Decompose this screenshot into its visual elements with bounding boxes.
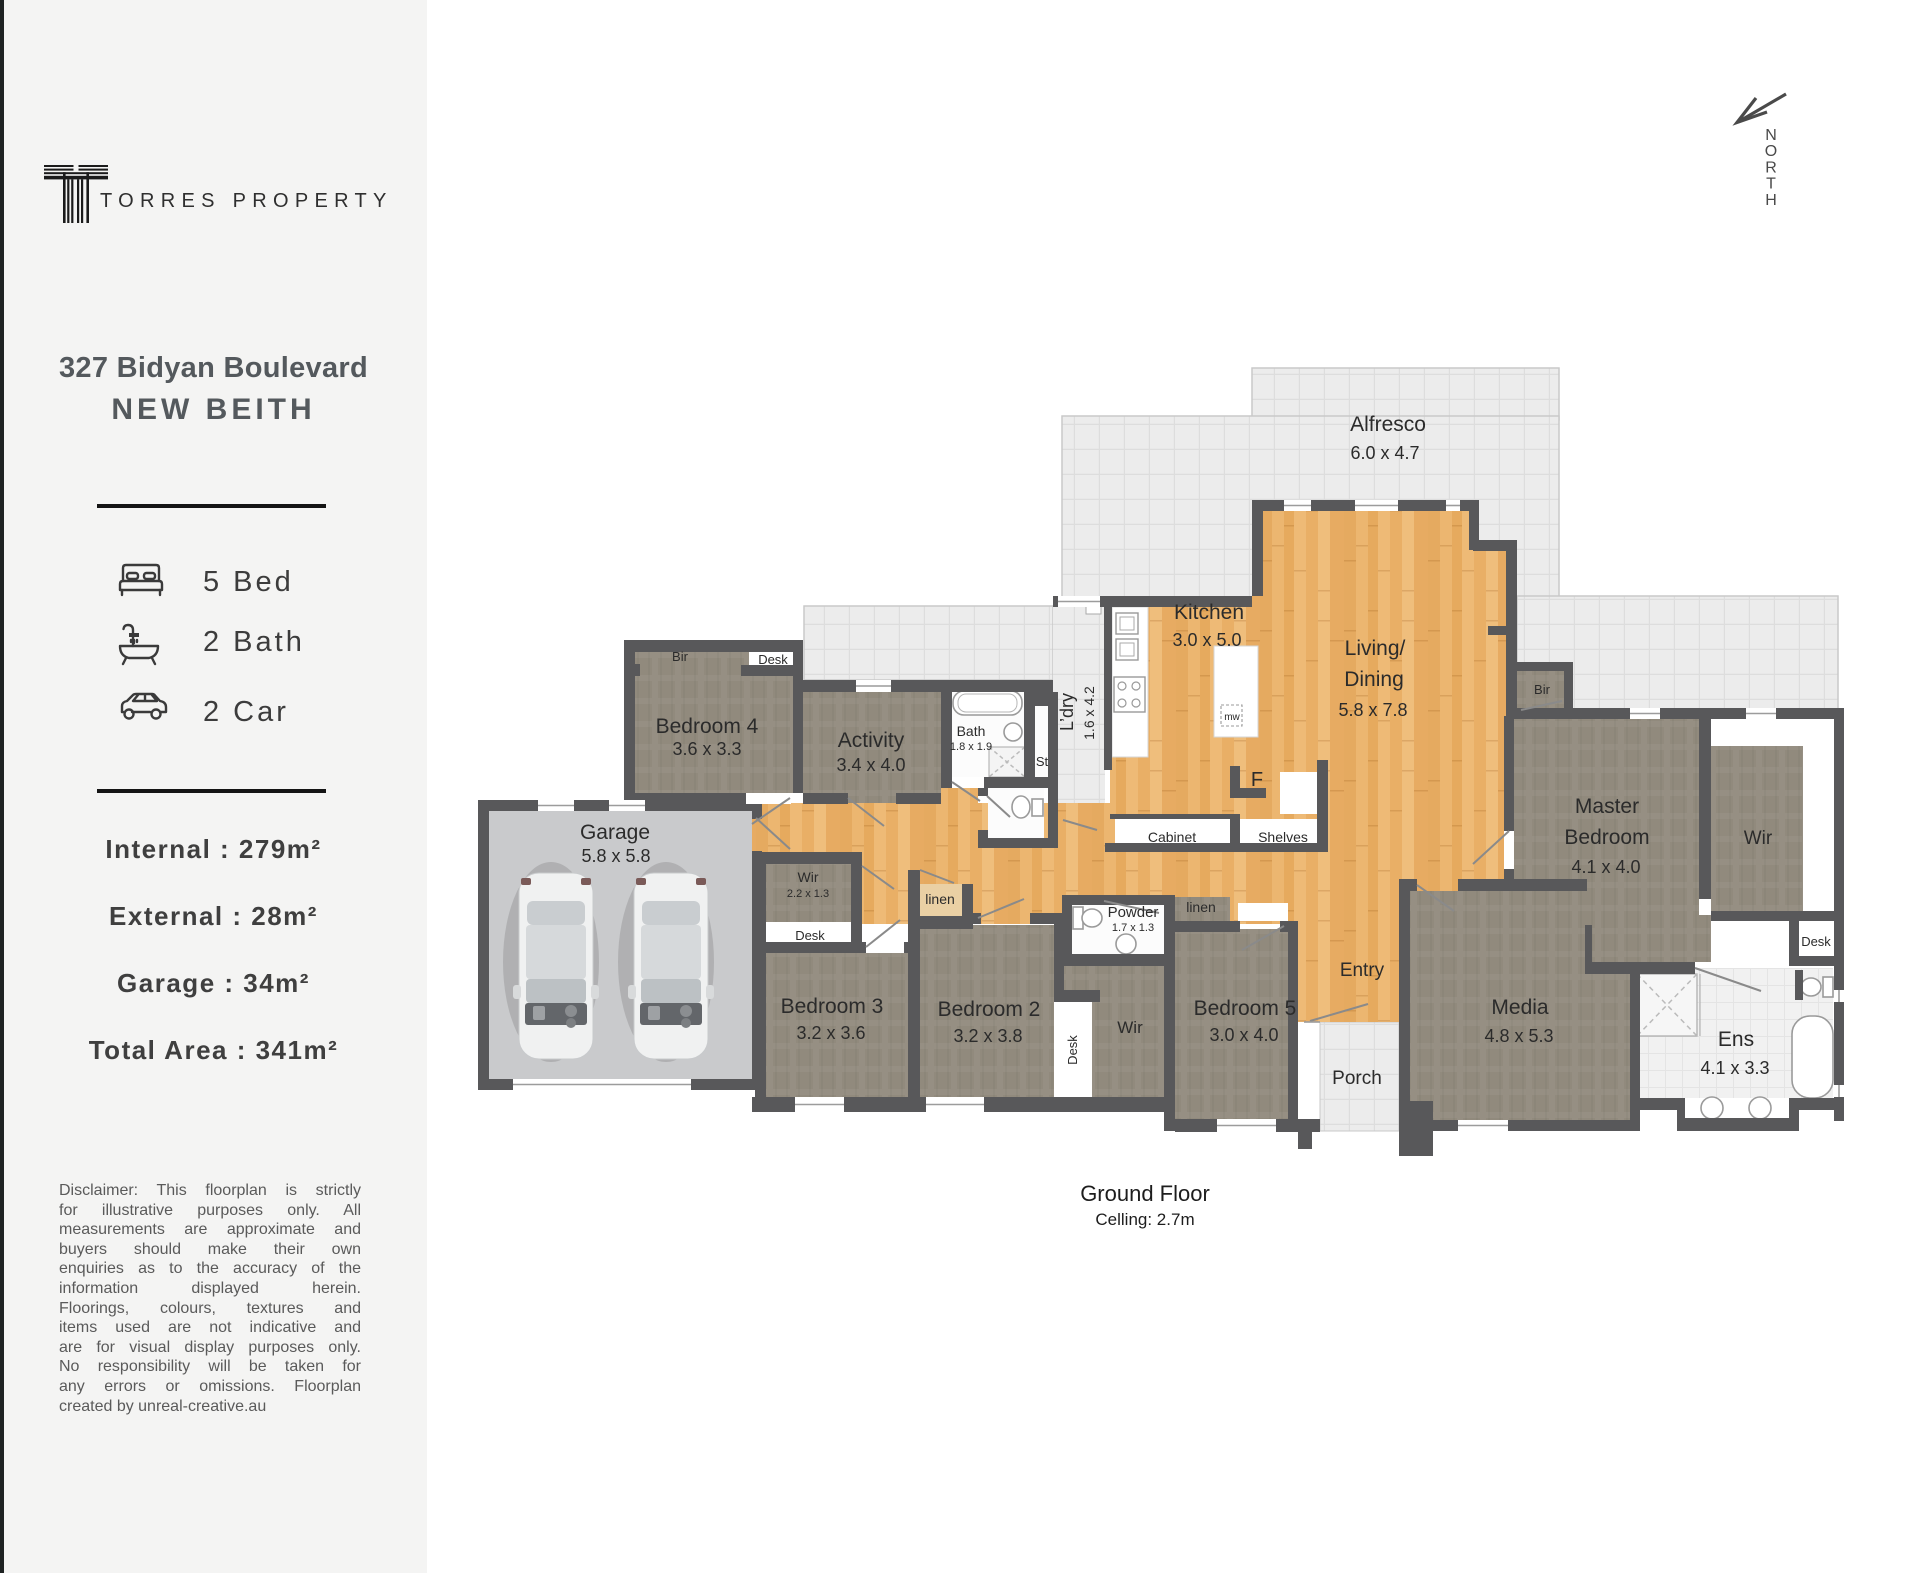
svg-text:Kitchen: Kitchen [1174, 601, 1244, 624]
svg-text:mw: mw [1224, 712, 1240, 723]
svg-text:Bedroom 3: Bedroom 3 [781, 995, 884, 1018]
svg-text:3.2 x 3.6: 3.2 x 3.6 [796, 1023, 865, 1043]
svg-text:Desk: Desk [795, 928, 825, 943]
svg-text:R: R [1765, 159, 1777, 176]
svg-text:3.0 x 4.0: 3.0 x 4.0 [1209, 1025, 1278, 1045]
svg-text:Master: Master [1575, 795, 1639, 818]
svg-text:Bir: Bir [1534, 682, 1551, 697]
svg-text:linen: linen [925, 891, 955, 907]
svg-text:Desk: Desk [1065, 1035, 1080, 1065]
svg-text:2.2 x 1.3: 2.2 x 1.3 [787, 888, 829, 900]
svg-text:Wir: Wir [1117, 1018, 1143, 1037]
svg-text:Media: Media [1491, 996, 1549, 1019]
svg-text:linen: linen [1186, 899, 1216, 915]
svg-text:Bir: Bir [672, 649, 689, 664]
svg-text:Desk: Desk [1801, 934, 1831, 949]
svg-text:Cabinet: Cabinet [1148, 829, 1196, 845]
svg-text:Activity: Activity [838, 729, 905, 752]
svg-text:1.6 x 4.2: 1.6 x 4.2 [1081, 686, 1097, 740]
svg-text:Powder: Powder [1108, 904, 1159, 921]
svg-text:4.1 x 3.3: 4.1 x 3.3 [1700, 1058, 1769, 1078]
svg-text:Bedroom 5: Bedroom 5 [1194, 997, 1297, 1020]
svg-text:F: F [1251, 769, 1263, 791]
svg-text:3.2 x 3.8: 3.2 x 3.8 [953, 1026, 1022, 1046]
svg-text:5.8 x 5.8: 5.8 x 5.8 [581, 846, 650, 866]
svg-text:Ens: Ens [1718, 1028, 1754, 1051]
svg-text:Wir: Wir [1744, 828, 1773, 849]
svg-text:6.0 x 4.7: 6.0 x 4.7 [1350, 443, 1419, 463]
svg-text:Bedroom 4: Bedroom 4 [656, 715, 759, 738]
svg-text:Bedroom 2: Bedroom 2 [938, 998, 1041, 1021]
svg-text:Garage: Garage [580, 821, 650, 844]
svg-text:3.4 x 4.0: 3.4 x 4.0 [836, 755, 905, 775]
svg-text:Living/: Living/ [1345, 637, 1406, 660]
svg-text:L’dry: L’dry [1057, 693, 1077, 731]
svg-text:Celling: 2.7m: Celling: 2.7m [1095, 1210, 1194, 1229]
svg-text:O: O [1765, 143, 1777, 160]
svg-text:Desk: Desk [758, 652, 788, 667]
svg-text:3.0 x 5.0: 3.0 x 5.0 [1172, 630, 1241, 650]
svg-text:Entry: Entry [1340, 960, 1385, 981]
svg-text:T: T [1766, 176, 1776, 193]
svg-text:1.7 x 1.3: 1.7 x 1.3 [1112, 922, 1154, 934]
svg-text:Ground Floor: Ground Floor [1080, 1181, 1210, 1206]
svg-text:5.8 x 7.8: 5.8 x 7.8 [1338, 700, 1407, 720]
svg-text:Alfresco: Alfresco [1350, 413, 1426, 436]
svg-text:Porch: Porch [1332, 1068, 1382, 1089]
svg-text:H: H [1765, 192, 1777, 209]
svg-text:N: N [1765, 127, 1777, 144]
svg-text:Wir: Wir [798, 869, 819, 885]
svg-text:Bedroom: Bedroom [1564, 826, 1649, 849]
svg-text:St: St [1036, 754, 1049, 769]
svg-text:4.1 x 4.0: 4.1 x 4.0 [1571, 857, 1640, 877]
svg-text:Shelves: Shelves [1258, 829, 1308, 845]
svg-text:1.8 x 1.9: 1.8 x 1.9 [950, 741, 992, 753]
svg-text:Dining: Dining [1344, 668, 1404, 691]
svg-text:3.6 x 3.3: 3.6 x 3.3 [672, 739, 741, 759]
svg-text:4.8 x 5.3: 4.8 x 5.3 [1484, 1026, 1553, 1046]
svg-text:Bath: Bath [957, 723, 986, 739]
